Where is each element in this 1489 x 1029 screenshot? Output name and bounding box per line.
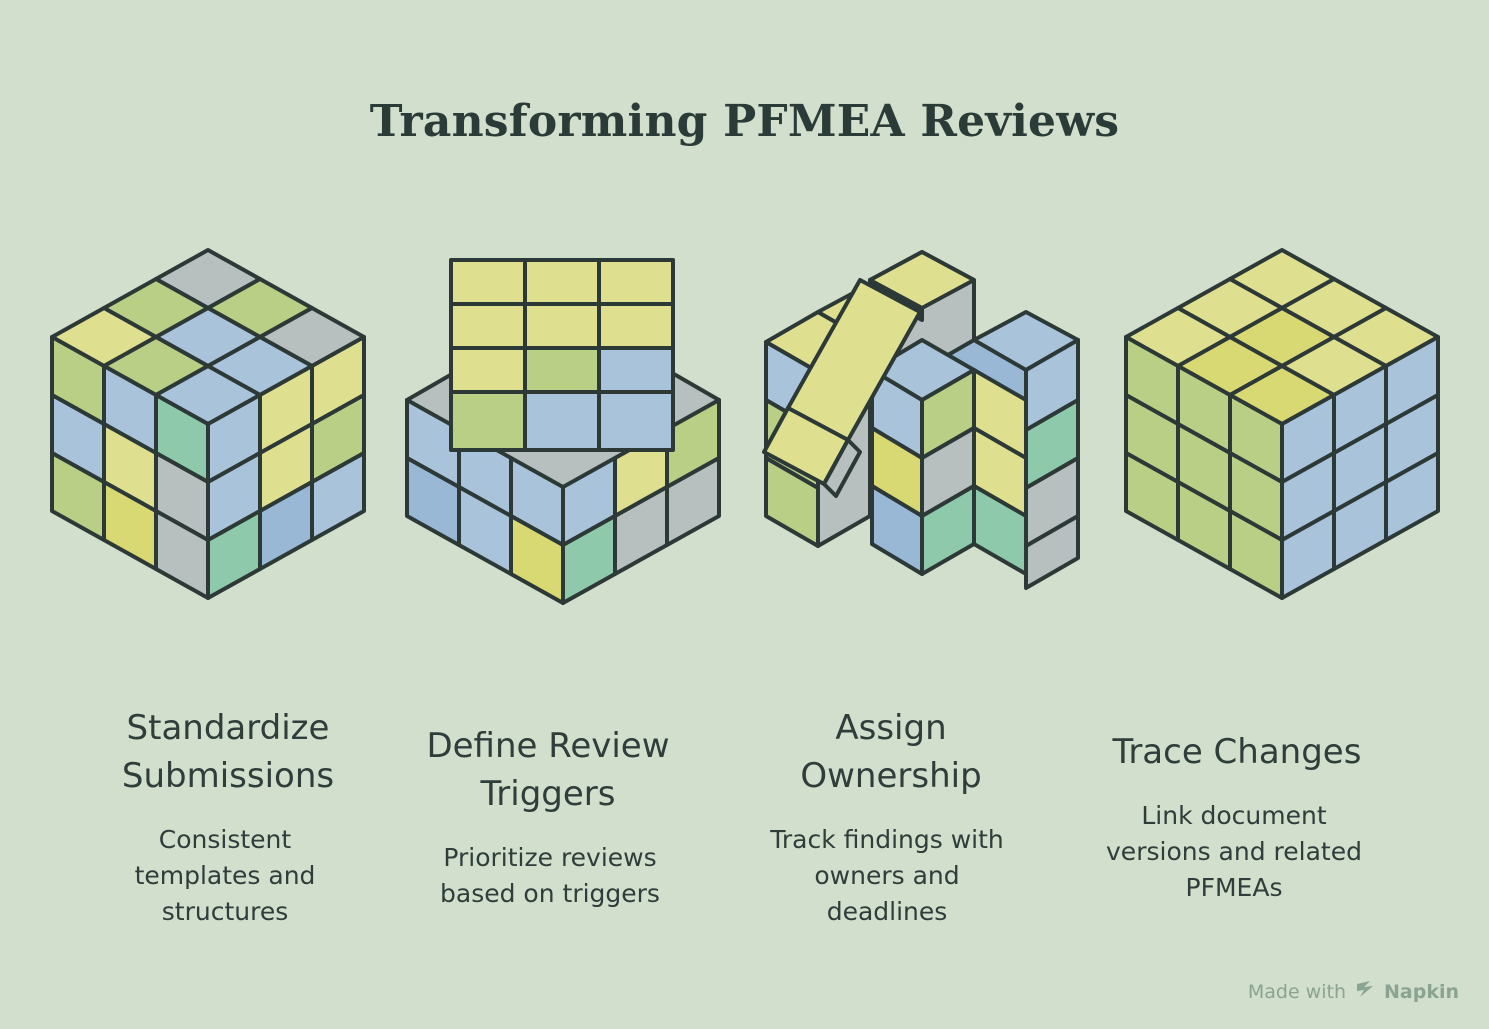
step-3-desc-line-2: owners and [814,861,960,890]
step-3-desc-line-3: deadlines [826,897,948,926]
step-1-title: Standardize Submissions [78,704,378,800]
step-1-desc-line-1: Consistent [158,825,292,854]
step-1-title-line-2: Submissions [121,756,335,796]
rearranged-cube-svg [762,250,1080,590]
step-2-desc-line-1: Prioritize reviews [443,843,657,872]
step-4-description: Link document versions and related PFMEA… [1084,798,1384,906]
step-3-description: Track findings with owners and deadlines [737,822,1037,930]
lifted-cube-svg [405,258,721,605]
step-4-desc-line-3: PFMEAs [1185,873,1283,902]
made-with-label: Made with [1247,980,1346,1003]
step-2-description: Prioritize reviews based on triggers [400,840,700,912]
page-title: Transforming PFMEA Reviews [369,96,1120,147]
step-1-description: Consistent templates and structures [75,822,375,930]
step-4-title: Trace Changes [1087,728,1387,776]
step-4-desc-line-2: versions and related [1106,837,1362,866]
step-2-title-line-1: Define Review [426,726,670,766]
step-2-title: Define Review Triggers [398,722,698,818]
cube-being-rearranged-icon [752,240,1092,620]
step-2-title-line-2: Triggers [480,774,616,814]
step-3-title-line-1: Assign [835,708,947,748]
napkin-brand-label: Napkin [1384,980,1459,1003]
step-1-desc-line-3: structures [161,897,289,926]
step-2-desc-line-2: based on triggers [440,879,660,908]
step-3-title-line-2: Ownership [800,756,982,796]
solved-cube-svg [1124,248,1440,600]
scrambled-cube-svg [50,248,366,600]
step-3-title: Assign Ownership [741,704,1041,800]
step-4-title-line-1: Trace Changes [1112,732,1362,772]
step-1-title-line-1: Standardize [126,708,330,748]
solved-cube-icon [1112,240,1452,620]
step-3-desc-line-1: Track findings with [770,825,1004,854]
step-4-desc-line-1: Link document [1141,801,1327,830]
made-with-napkin-badge[interactable]: Made with Napkin [1248,978,1459,1005]
cube-with-lifted-top-icon [393,240,733,620]
napkin-logo-icon [1354,978,1376,1005]
scrambled-cube-icon [38,240,378,620]
step-1-desc-line-2: templates and [134,861,316,890]
